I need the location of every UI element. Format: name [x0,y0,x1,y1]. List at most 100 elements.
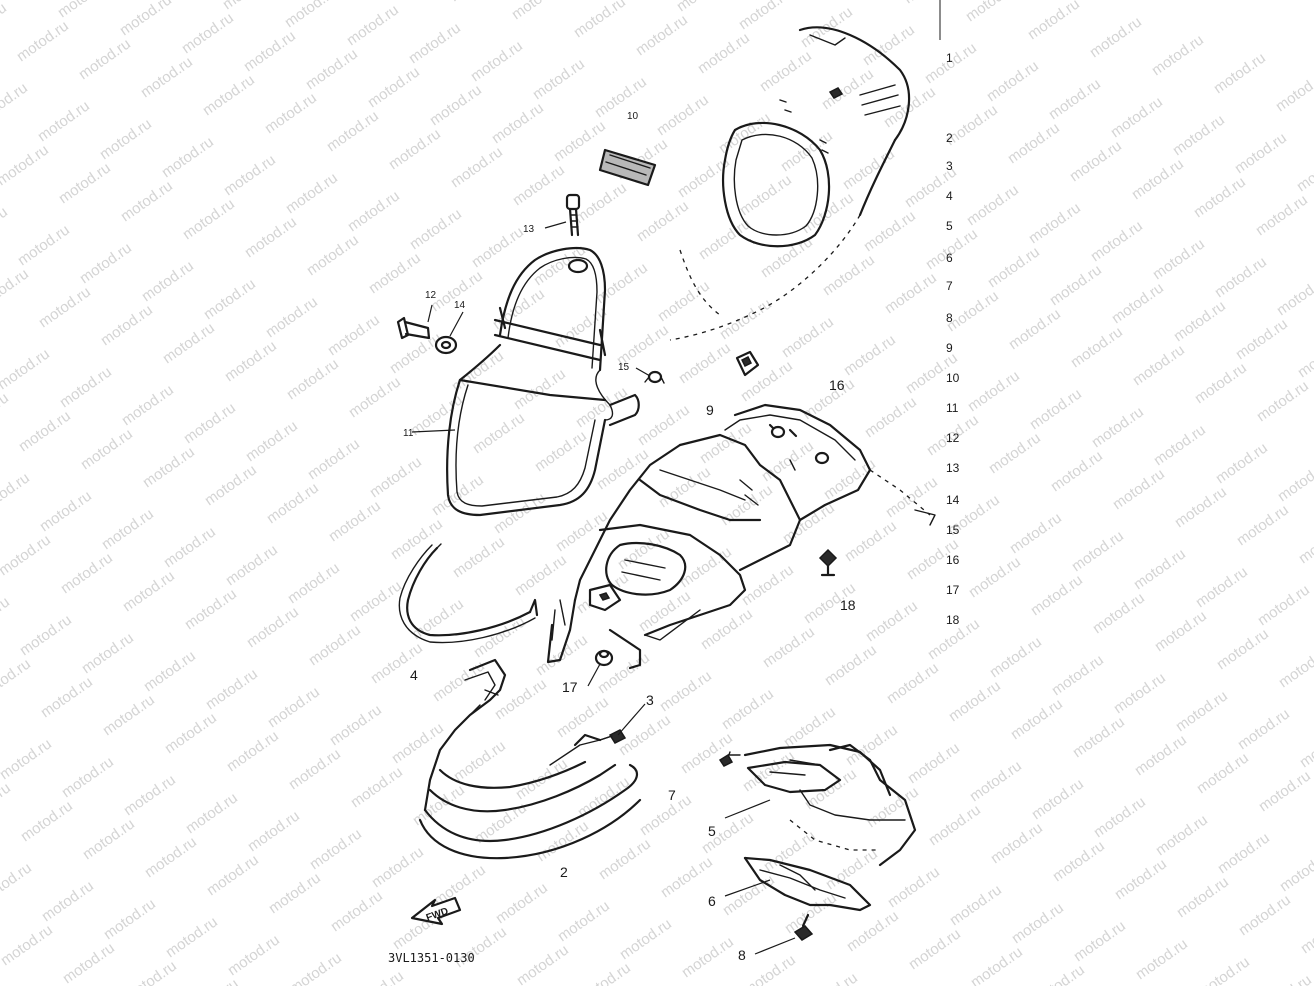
watermark-text: motod.ru [182,585,240,633]
watermark-text: motod.ru [634,197,692,245]
watermark-text: motod.ru [1028,571,1086,619]
watermark-text: motod.ru [1296,519,1314,567]
watermark-text: motod.ru [946,677,1004,725]
watermark-text: motod.ru [0,79,31,127]
watermark-text: motod.ru [448,143,506,191]
watermark-text: motod.ru [863,597,921,645]
callout-6: 6 [708,893,716,909]
watermark-text: motod.ru [0,389,12,437]
watermark-text: motod.ru [1194,749,1252,797]
watermark-text: motod.ru [1213,439,1271,487]
watermark-text: motod.ru [367,453,425,501]
part-9-rear-fender [546,403,936,670]
edge-index-number: 3 [946,159,953,173]
watermark-text: motod.ru [244,603,302,651]
watermark-text: motod.ru [947,881,1005,929]
watermark-text: motod.ru [1273,67,1314,115]
watermark-text: motod.ru [346,373,404,421]
part-11-carrier-frame [446,246,640,517]
watermark-text: motod.ru [447,0,505,5]
edge-index-number: 17 [946,583,960,597]
watermark-text: motod.ru [514,941,572,986]
watermark-text: motod.ru [1212,253,1270,301]
watermark-text: motod.ru [1112,855,1170,903]
watermark-text: motod.ru [759,437,817,485]
watermark-text: motod.ru [327,701,385,749]
part-2-lower-cover [418,658,642,860]
watermark-text: motod.ru [1173,687,1231,735]
watermark-text: motod.ru [263,293,321,341]
watermark-text: motod.ru [493,879,551,927]
watermark-text: motod.ru [17,611,75,659]
watermark-text: motod.ru [1277,847,1314,895]
watermark-text: motod.ru [100,691,158,739]
watermark-text: motod.ru [282,0,340,31]
part-4-molding [398,543,539,644]
part-6-lower-shield [743,856,872,912]
watermark-text: motod.ru [14,17,72,65]
part-17-grommet [594,649,614,667]
watermark-text: motod.ru [1027,385,1085,433]
watermark-text: motod.ru [203,665,261,713]
watermark-text: motod.ru [739,561,797,609]
callout-4: 4 [410,667,418,683]
callout-7: 7 [668,787,676,803]
callout-14: 14 [454,300,466,311]
watermark-text: motod.ru [554,693,612,741]
watermark-text: motod.ru [410,781,468,829]
watermark-text: motod.ru [286,745,344,793]
watermark-text: motod.ru [1171,297,1229,345]
watermark-text: motod.ru [59,753,117,801]
watermark-text: motod.ru [119,381,177,429]
watermark-text: motod.ru [509,0,567,23]
watermark-text: motod.ru [328,887,386,935]
watermark-text: motod.ru [596,835,654,883]
watermark-text: motod.ru [141,647,199,695]
watermark-text: motod.ru [594,445,652,493]
watermark-text: motod.ru [1174,873,1232,921]
part-16-clip [735,350,760,377]
watermark-text: motod.ru [489,99,547,147]
watermark-text: motod.ru [1109,279,1167,327]
part-18-rivet [818,548,838,577]
callout-15: 15 [618,362,630,373]
watermark-text: motod.ru [225,931,283,979]
watermark-text: motod.ru [78,425,136,473]
watermark-text: motod.ru [719,685,777,733]
watermark-text: motod.ru [347,577,405,625]
edge-index-number: 1 [946,51,953,65]
watermark-text: motod.ru [201,275,259,323]
watermark-text: motod.ru [242,213,300,261]
watermark-text: motod.ru [181,399,239,447]
watermark-text: motod.ru [678,729,736,777]
watermark-text: motod.ru [718,481,776,529]
watermark-text: motod.ru [285,559,343,607]
watermark-text: motod.ru [18,797,76,845]
watermark-text: motod.ru [163,913,221,961]
watermark-text: motod.ru [1275,457,1314,505]
watermark-text: motod.ru [80,815,138,863]
watermark-text: motod.ru [222,337,280,385]
watermark-text: motod.ru [303,45,361,93]
callout-8: 8 [738,947,746,963]
watermark-text: motod.ru [118,177,176,225]
watermark-text: motod.ru [430,657,488,705]
watermark-text: motod.ru [1236,891,1294,939]
watermark-text: motod.ru [287,949,345,986]
watermark-text: motod.ru [1026,199,1084,247]
watermark-text: motod.ru [576,959,634,986]
watermark-text: motod.ru [77,239,135,287]
watermark-text: motod.ru [184,975,242,986]
watermark-text: motod.ru [761,827,819,875]
watermark-text: motod.ru [965,367,1023,415]
watermark-text: motod.ru [470,409,528,457]
watermark-text: motod.ru [1049,651,1107,699]
watermark-text: motod.ru [716,109,774,157]
watermark-text: motod.ru [1274,271,1314,319]
watermark-text: motod.ru [963,0,1021,25]
watermark-text: motod.ru [822,641,880,689]
watermark-text: motod.ru [389,719,447,767]
edge-index-number: 13 [946,461,960,475]
watermark-text: motod.ru [202,461,260,509]
